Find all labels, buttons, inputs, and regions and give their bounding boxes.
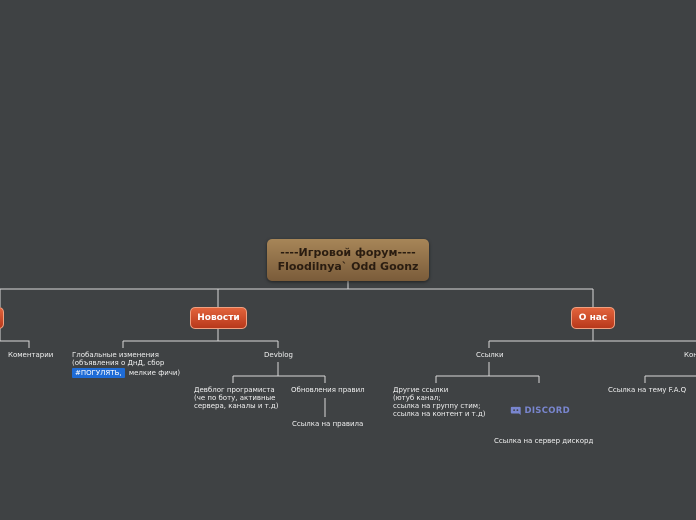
hashtag-label[interactable]: #ПОГУЛЯТЬ, [72,368,125,378]
subtopic-discord-link[interactable]: Ссылка на сервер дискорд [494,437,594,445]
subtopic-global-changes[interactable]: Глобальные изменения (объявления о ДнД, … [72,351,180,378]
subtopic-devblog[interactable]: Devblog [264,351,293,359]
discord-logo-text: DISCORD [524,406,570,416]
connector-devblog [232,362,326,417]
connector-about [488,328,696,348]
other-links-line2: (ютуб канал; [393,394,441,402]
connector-right [644,375,696,383]
main-topic-about[interactable]: О нас [571,307,615,329]
subtopic-comments[interactable]: Коментарии [8,351,54,359]
subtopic-programmer-devblog[interactable]: Девблог програмиста (че по боту, активны… [194,386,278,410]
main-topic-left[interactable] [0,307,4,329]
other-links-line1: Другие ссылки [393,386,449,394]
global-line3: мелкие фичи) [128,369,181,377]
global-line1: Глобальные изменения [72,351,159,359]
subtopic-rules-updates[interactable]: Обновления правил [291,386,365,394]
other-links-line3: ссылка на группу стим; [393,402,481,410]
programmer-line3: сервера, каналы и т.д) [194,402,279,410]
discord-icon [510,406,521,416]
root-topic[interactable]: ----Игровой форум---- Floodilnya` Odd Go… [267,239,429,281]
connector-news [122,328,279,348]
subtopic-rules-link[interactable]: Ссылка на правила [292,420,364,428]
connector-links [435,362,540,383]
programmer-line1: Девблог програмиста [194,386,275,394]
subtopic-links[interactable]: Ссылки [476,351,504,359]
subtopic-other-links[interactable]: Другие ссылки (ютуб канал; ссылка на гру… [393,386,486,418]
other-links-line4: ссылка на контент и т.д) [393,410,486,418]
connector-root [0,281,594,307]
connector-comments [0,328,30,348]
root-title-line1: ----Игровой форум---- [280,246,416,259]
main-topic-news[interactable]: Новости [190,307,247,329]
programmer-line2: (че по боту, активные [194,394,276,402]
discord-logo: DISCORD [510,404,570,418]
subtopic-right-cut[interactable]: Кон [684,351,696,359]
root-title-line2: Floodilnya` Odd Goonz [277,260,419,273]
global-line2: (объявления о ДнД, сбор [72,359,165,367]
subtopic-faq-link[interactable]: Ссылка на тему F.A.Q [608,386,687,394]
